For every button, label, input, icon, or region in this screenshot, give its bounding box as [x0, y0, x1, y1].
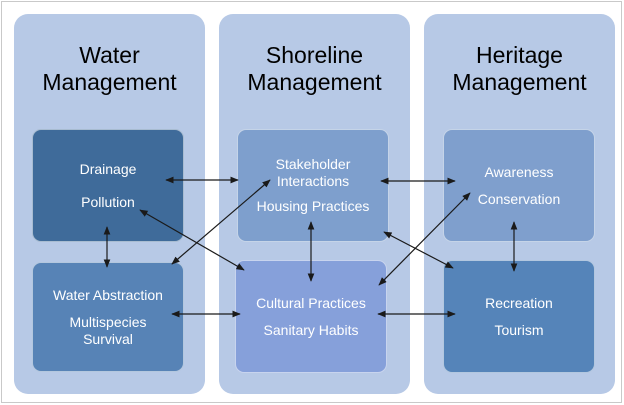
box-line: Recreation — [485, 294, 553, 311]
box-line: Pollution — [81, 193, 135, 210]
column-title-line1: Water — [79, 42, 140, 68]
box-line: Sanitary Habits — [263, 321, 359, 338]
box-recreation-tourism: Recreation Tourism — [443, 260, 595, 373]
box-line: Conservation — [477, 190, 561, 207]
column-title-line2: Management — [452, 69, 587, 95]
box-awareness-conservation: Awareness Conservation — [443, 129, 595, 242]
column-title-line2: Management — [247, 69, 382, 95]
column-title-water: Water Management — [14, 42, 205, 96]
box-stakeholder-housing: Stakeholder Interactions Housing Practic… — [237, 129, 389, 242]
box-line: Drainage — [79, 160, 137, 177]
box-line: Tourism — [494, 321, 544, 338]
box-line: Housing Practices — [256, 198, 370, 214]
box-line: Multispecies — [69, 313, 147, 330]
box-line: Interactions — [276, 173, 350, 189]
column-title-line1: Shoreline — [265, 42, 364, 68]
box-line: Stakeholder — [275, 156, 351, 172]
column-title-line2: Management — [42, 69, 177, 95]
column-title-shoreline: Shoreline Management — [219, 42, 410, 96]
box-line: Water Abstraction — [53, 286, 163, 303]
box-water-abstraction: Water Abstraction Multispecies Survival — [32, 262, 184, 372]
box-drainage-pollution: Drainage Pollution — [32, 129, 184, 242]
box-cultural-sanitary: Cultural Practices Sanitary Habits — [235, 260, 387, 373]
box-line: Awareness — [484, 163, 554, 180]
column-title-line1: Heritage — [476, 42, 563, 68]
box-line: Cultural Practices — [256, 294, 366, 311]
box-line: Survival — [83, 330, 133, 347]
column-title-heritage: Heritage Management — [424, 42, 615, 96]
